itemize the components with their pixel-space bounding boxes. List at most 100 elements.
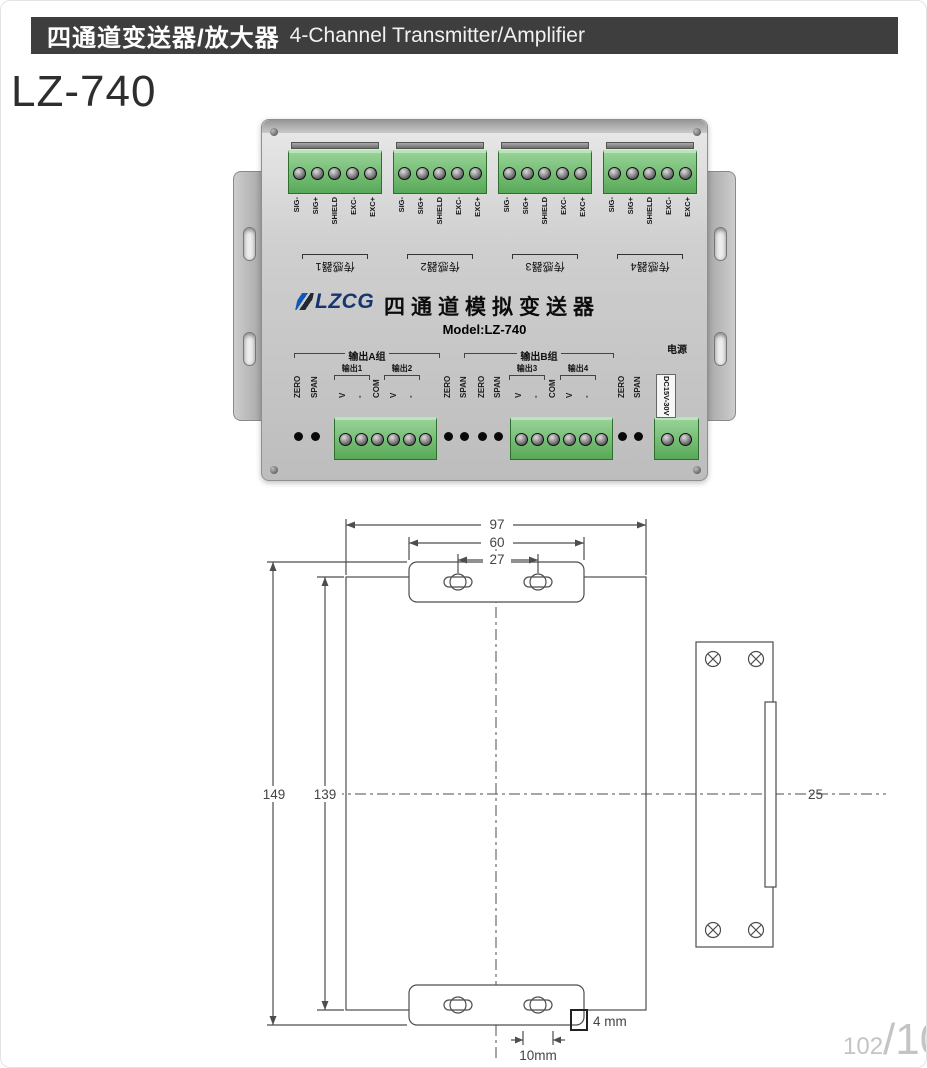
- pin-v-label: V: [514, 392, 523, 398]
- pin-label: SHIELD: [645, 197, 654, 225]
- dim-mount-outer: 60: [489, 535, 504, 550]
- group-a-label: 输出A组: [348, 352, 386, 363]
- pin-label: SIG+: [626, 197, 635, 215]
- pin-label: EXC-: [454, 197, 463, 215]
- terminal-block: [393, 150, 487, 194]
- terminal-screw: [468, 166, 482, 180]
- terminal-screw: [594, 433, 608, 446]
- terminal-screw: [679, 433, 693, 446]
- page-number: 102/10: [843, 1015, 926, 1065]
- dimension-labels: 97 60 27 149 139 25 4 mm 10mm: [256, 516, 823, 1063]
- device-body: SIG- SIG+ SHIELD EXC- EXC+ 传感器1 SIG- SIG…: [261, 119, 708, 481]
- terminal-screw: [573, 166, 587, 180]
- pot-hole: [460, 432, 469, 441]
- terminal-screw: [562, 433, 576, 446]
- pot-hole: [311, 432, 320, 441]
- sensor-connector-4: SIG- SIG+ SHIELD EXC- EXC+ 传感器4: [603, 142, 697, 282]
- output-group-a-header: 输出A组: [294, 348, 441, 363]
- channel-bracket: [512, 254, 578, 259]
- mount-slot: [443, 999, 473, 1011]
- terminal-screw: [578, 433, 592, 446]
- terminal-screw: [503, 166, 517, 180]
- channel-bracket: [617, 254, 683, 259]
- mounting-hole: [243, 332, 256, 366]
- zero-label: ZERO: [293, 375, 302, 398]
- mounting-hole: [243, 227, 256, 261]
- pin-label: EXC+: [473, 197, 482, 217]
- terminal-block: [603, 150, 697, 194]
- mount-slot: [523, 576, 553, 588]
- dimension-drawing: 97 60 27 149 139 25 4 mm 10mm: [256, 516, 886, 1063]
- screw-head: [704, 650, 722, 668]
- terminal-screw: [363, 166, 377, 180]
- sensor-connector-3: SIG- SIG+ SHIELD EXC- EXC+ 传感器3: [498, 142, 592, 282]
- pin-label: EXC-: [559, 197, 568, 215]
- dim-slot-width: 4 mm: [593, 1014, 627, 1029]
- screw-head: [704, 921, 722, 939]
- case-screw: [270, 466, 278, 474]
- terminal-screw: [386, 433, 400, 446]
- terminal-screw: [538, 166, 552, 180]
- sensor-connector-2: SIG- SIG+ SHIELD EXC- EXC+ 传感器2: [393, 142, 487, 282]
- terminal-screw: [608, 166, 622, 180]
- case-screw: [270, 128, 278, 136]
- pot-hole: [444, 432, 453, 441]
- pin-minus-label: -: [531, 395, 540, 398]
- channel-label: 传感器3: [525, 260, 565, 272]
- slot-detail-box: [570, 1009, 588, 1031]
- terminal-screw: [660, 433, 674, 446]
- header-title-cn: 四通道变送器/放大器: [47, 25, 280, 52]
- brand-name: LZCG: [315, 290, 375, 313]
- connector-mount: [291, 142, 379, 149]
- connector-mount: [396, 142, 484, 149]
- screw-head: [747, 650, 765, 668]
- product-model-title: LZ-740: [11, 67, 157, 116]
- terminal-screw: [556, 166, 570, 180]
- dim-slot-length: 10mm: [519, 1048, 557, 1063]
- pin-label: SIG-: [397, 197, 406, 213]
- terminal-screw: [531, 433, 545, 446]
- power-label: 电源: [667, 345, 687, 356]
- terminal-screw: [520, 166, 534, 180]
- output3-label: 输出3: [509, 363, 545, 380]
- pin-label: EXC+: [368, 197, 377, 217]
- terminal-screw: [402, 433, 416, 446]
- pin-v-label: V: [338, 392, 347, 398]
- terminal-screw: [371, 433, 385, 446]
- output-b-terminal-block: [510, 417, 613, 460]
- zero-label: ZERO: [617, 375, 626, 398]
- bracket-line: [388, 353, 441, 358]
- span-label: SPAN: [310, 376, 319, 398]
- dim-depth: 25: [808, 787, 823, 802]
- pot-hole: [478, 432, 487, 441]
- brand-logo: LZCG: [295, 290, 409, 314]
- page-number-small: 102: [843, 1033, 884, 1060]
- channel-label: 传感器4: [630, 260, 670, 272]
- terminal-screw: [339, 433, 353, 446]
- channel-label: 传感器1: [315, 260, 355, 272]
- terminal-screw: [451, 166, 465, 180]
- mounting-hole: [714, 227, 727, 261]
- pin-label: EXC-: [349, 197, 358, 215]
- span-label: SPAN: [633, 376, 642, 398]
- drawing-lines: [267, 519, 886, 1059]
- span-label: SPAN: [493, 376, 502, 398]
- panel-title: 四通道模拟变送器: [384, 296, 600, 319]
- pin-label: SIG+: [416, 197, 425, 215]
- bracket-line: [560, 353, 615, 358]
- case-screw: [693, 128, 701, 136]
- pin-label: EXC+: [683, 197, 692, 217]
- pin-v-label: V: [389, 392, 398, 398]
- group-b-label: 输出B组: [520, 352, 558, 363]
- dim-height-total: 149: [263, 787, 286, 802]
- terminal-screw: [625, 166, 639, 180]
- case-screw: [693, 466, 701, 474]
- terminal-screw: [310, 166, 324, 180]
- pin-label: SIG+: [311, 197, 320, 215]
- pin-label: SHIELD: [435, 197, 444, 225]
- terminal-screw: [515, 433, 529, 446]
- screw-head: [747, 921, 765, 939]
- pot-hole: [494, 432, 503, 441]
- pot-hole: [618, 432, 627, 441]
- pin-label: EXC+: [578, 197, 587, 217]
